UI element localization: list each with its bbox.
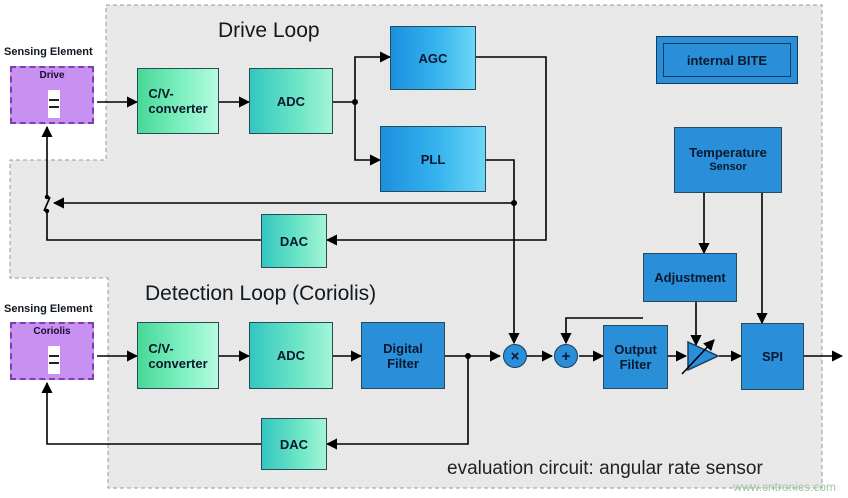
- capacitor-icon-plates: [48, 90, 60, 118]
- drive-dac: DAC: [261, 214, 327, 268]
- drive-sensing-element-label: Sensing Element: [4, 46, 93, 58]
- temperature-sensor-line1: Temperature: [689, 145, 767, 160]
- drive-sensing-element-sub: Drive: [39, 70, 65, 81]
- output-filter-block: Output Filter: [603, 325, 668, 389]
- detection-dac-label: DAC: [279, 436, 309, 452]
- drive-adc-label: ADC: [276, 93, 306, 109]
- drive-adc: ADC: [249, 68, 333, 134]
- temperature-sensor-line2: Sensor: [709, 161, 747, 173]
- internal-bite-inner: internal BITE: [663, 43, 791, 77]
- digital-filter-block: Digital Filter: [361, 322, 445, 389]
- detection-adc-label: ADC: [276, 348, 306, 363]
- drive-cv-converter-label: C/V- converter: [148, 86, 208, 116]
- agc-label: AGC: [418, 50, 448, 66]
- detection-cv-converter-label: C/V- converter: [148, 340, 208, 371]
- evaluation-caption: evaluation circuit: angular rate sensor: [447, 458, 763, 479]
- detection-sensing-element-sub: Coriolis: [33, 326, 71, 337]
- digital-filter-label: Digital Filter: [383, 340, 423, 371]
- pll-label: PLL: [420, 151, 446, 167]
- pll-block: PLL: [380, 126, 486, 192]
- spi-label: SPI: [762, 349, 783, 364]
- adder-node: +: [554, 344, 578, 368]
- detection-cv-converter: C/V- converter: [137, 322, 219, 389]
- adjustment-label: Adjustment: [654, 270, 726, 285]
- detection-loop-title: Detection Loop (Coriolis): [145, 282, 377, 305]
- drive-dac-label: DAC: [279, 233, 309, 249]
- detection-dac: DAC: [261, 418, 327, 470]
- agc-block: AGC: [390, 26, 476, 90]
- output-filter-label: Output Filter: [614, 342, 657, 372]
- internal-bite-block: internal BITE: [656, 36, 798, 84]
- detection-adc: ADC: [249, 322, 333, 389]
- temperature-sensor-block: Temperature Sensor: [674, 127, 782, 193]
- internal-bite-label: internal BITE: [686, 52, 768, 68]
- watermark: www.cntronics.com: [733, 480, 836, 494]
- variable-gain-amplifier: [681, 339, 720, 375]
- adjustment-block: Adjustment: [643, 253, 737, 302]
- drive-cv-converter: C/V- converter: [137, 68, 219, 134]
- adder-symbol: +: [561, 347, 571, 365]
- detection-sensing-element-label: Sensing Element: [4, 303, 93, 315]
- multiplier-node: ×: [503, 344, 527, 368]
- detection-sensing-element: Coriolis: [10, 322, 94, 380]
- drive-sensing-element: Drive: [10, 66, 94, 124]
- drive-loop-title: Drive Loop: [218, 19, 320, 42]
- spi-block: SPI: [741, 323, 804, 390]
- multiplier-symbol: ×: [510, 347, 520, 365]
- capacitor-icon-plates: [48, 346, 60, 374]
